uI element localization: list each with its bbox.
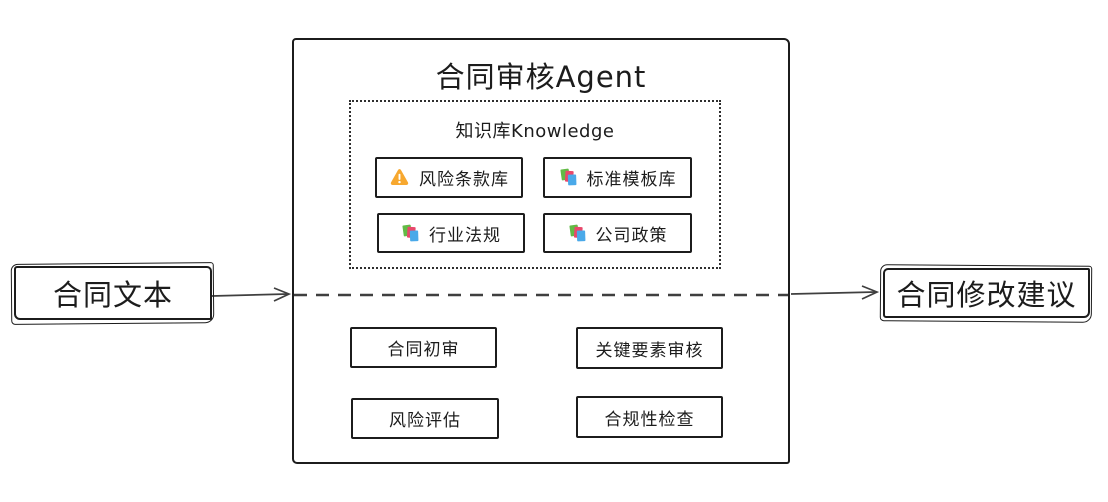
process-label: 合同初审 (387, 340, 460, 360)
arrow-agent-to-output (790, 291, 877, 295)
node-contract-suggestions-label: 合同修改建议 (896, 278, 1077, 312)
books-icon (401, 224, 420, 243)
process-risk-assessment[interactable]: 风险评估 (351, 398, 499, 439)
process-compliance-check[interactable]: 合规性检查 (576, 396, 723, 438)
arrow-input-to-agent-head (273, 287, 292, 302)
process-contract-initial-review[interactable]: 合同初审 (350, 327, 497, 368)
knowledge-section[interactable]: 知识库Knowledge 风险条款库 (349, 100, 721, 269)
process-key-elements-review[interactable]: 关键要素审核 (576, 327, 723, 369)
node-contract-text-label: 合同文本 (52, 278, 173, 312)
node-contract-suggestions[interactable]: 合同修改建议 (883, 268, 1090, 318)
knowledge-item-standard-templates[interactable]: 标准模板库 (543, 157, 692, 198)
arrow-input-to-agent (211, 293, 289, 297)
knowledge-item-label: 公司政策 (595, 225, 668, 246)
arrow-agent-to-output-head (861, 285, 880, 300)
process-label: 关键要素审核 (595, 340, 704, 361)
agent-container[interactable]: 合同审核Agent 知识库Knowledge 风险条款库 (292, 38, 790, 464)
books-icon (568, 224, 587, 243)
agent-title: 合同审核Agent (435, 60, 647, 94)
knowledge-item-company-policies[interactable]: 公司政策 (543, 213, 692, 253)
knowledge-item-label: 风险条款库 (419, 170, 509, 190)
process-label: 合规性检查 (604, 409, 695, 430)
node-contract-text[interactable]: 合同文本 (14, 266, 212, 320)
knowledge-item-label: 标准模板库 (586, 170, 677, 190)
knowledge-section-title: 知识库Knowledge (455, 121, 615, 142)
books-icon (559, 168, 578, 187)
process-label: 风险评估 (389, 411, 461, 431)
knowledge-item-industry-regulations[interactable]: 行业法规 (377, 213, 525, 253)
knowledge-item-risk-clauses[interactable]: 风险条款库 (375, 157, 523, 198)
warning-icon (389, 168, 410, 187)
knowledge-item-label: 行业法规 (429, 225, 501, 246)
